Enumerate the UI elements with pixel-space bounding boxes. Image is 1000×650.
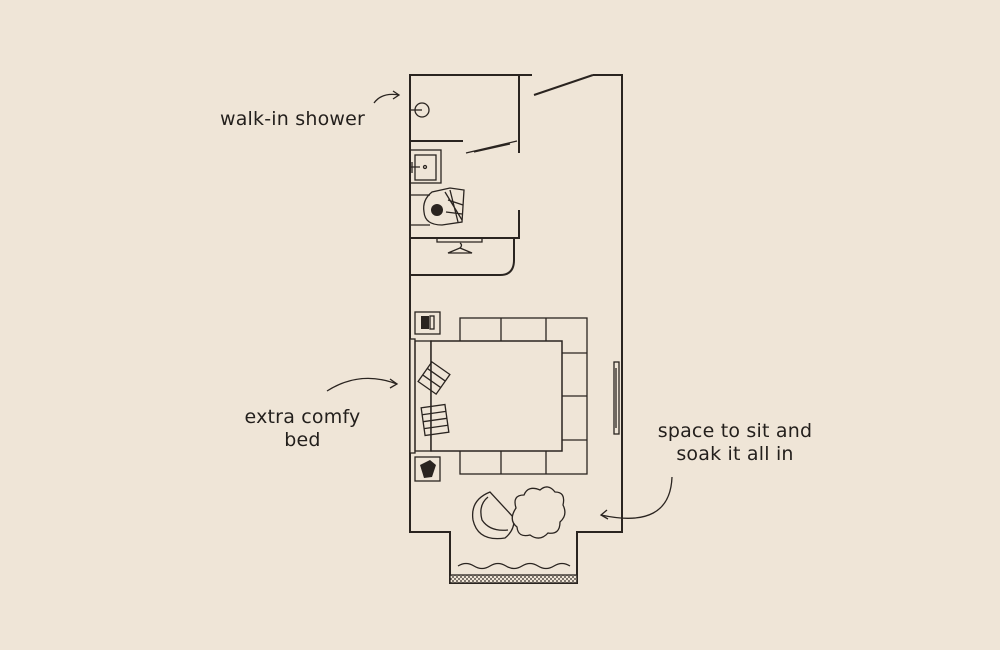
- window: [613, 361, 620, 435]
- bed: [409, 338, 563, 454]
- arrow-sit: [599, 476, 673, 520]
- armchair: [471, 491, 515, 540]
- arrow-bed: [326, 377, 399, 392]
- plant: [511, 486, 566, 539]
- label-bed-line1: extra comfy: [244, 406, 361, 428]
- label-sitting-space: space to sit and soak it all in: [640, 420, 830, 466]
- shower-fixture: [410, 102, 518, 154]
- label-bed: extra comfy bed: [220, 406, 385, 452]
- label-bed-line2: bed: [284, 429, 321, 451]
- nightstand-bottom: [414, 456, 441, 482]
- vanity-chair: [410, 187, 465, 226]
- sink: [409, 149, 442, 184]
- arrow-shower: [373, 90, 401, 104]
- label-sit-line1: space to sit and: [657, 420, 813, 442]
- entry-door: [533, 74, 594, 96]
- label-sit-line2: soak it all in: [676, 443, 794, 465]
- label-walk-in-shower: walk-in shower: [219, 108, 366, 130]
- nightstand-top: [414, 311, 441, 335]
- closet: [410, 238, 515, 276]
- pillow: [417, 360, 451, 396]
- balcony-railing: [449, 562, 578, 584]
- pillow: [420, 403, 450, 437]
- hanger: [436, 238, 483, 254]
